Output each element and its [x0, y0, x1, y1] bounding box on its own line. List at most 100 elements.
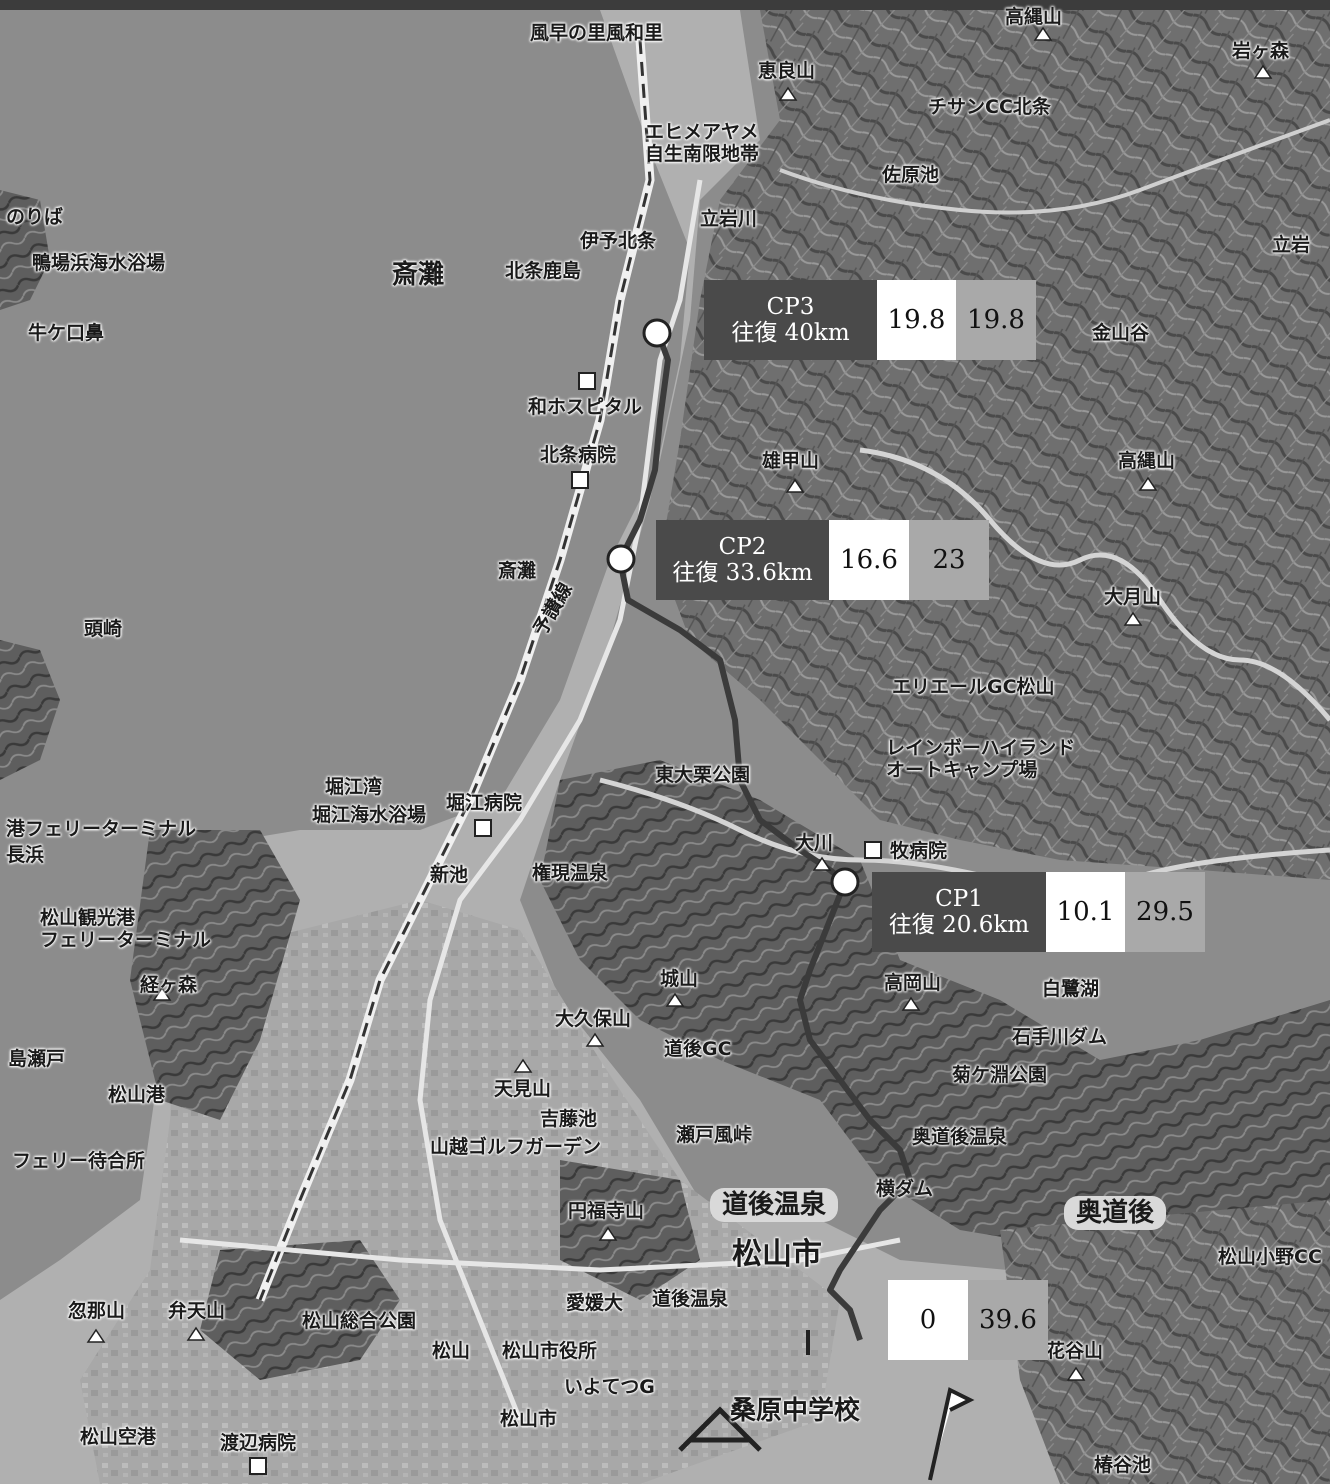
- checkpoint-distance-1: 19.8: [877, 280, 956, 360]
- label-tengumiyama: 天見山: [494, 1078, 552, 1100]
- label-hanasaki: 花谷山: [1046, 1340, 1104, 1362]
- checkpoint-name-box: CP3 往復 40km: [704, 280, 877, 360]
- road: [179, 1237, 901, 1273]
- label-otsukiyama: 大月山: [1104, 586, 1162, 608]
- peak-icon: [812, 856, 832, 871]
- road: [417, 179, 703, 1421]
- mountains-southwest: [200, 1240, 400, 1380]
- label-kanayamadani: 金山谷: [1092, 322, 1150, 344]
- label-rainbow-hl: レインボーハイランド オートキャンプ場: [886, 737, 1076, 781]
- peak-icon: [598, 1226, 618, 1241]
- mountains-southeast: [1000, 1200, 1330, 1484]
- flag-icon: [928, 1387, 975, 1481]
- mountains-central: [540, 760, 1330, 1300]
- label-shima-seto: 島瀬戸: [8, 1048, 66, 1070]
- checkpoint-name: CP3: [766, 293, 815, 320]
- label-hojo-kashima: 北条鹿島: [505, 260, 582, 282]
- mountains-west: [130, 830, 300, 1120]
- label-sakaike: 佐原池: [882, 164, 940, 186]
- label-hojo-hospital: 北条病院: [540, 444, 617, 466]
- label-hojo-waki: 風早の里風和里: [530, 22, 664, 44]
- label-ferry-terminal: 港フェリーターミナル: [6, 818, 197, 840]
- label-sakaokayama: 高岡山: [884, 972, 942, 994]
- label-saitan: 斎灘: [392, 260, 445, 290]
- river: [599, 777, 1330, 893]
- checkpoint-distance-1: 0: [888, 1280, 968, 1360]
- label-ehime-univ: 愛媛大: [566, 1292, 624, 1314]
- label-dogo-onsen-station: 道後温泉: [652, 1288, 729, 1310]
- label-takanawa2: 高縄山: [1118, 450, 1176, 472]
- label-matsuyama-city: 松山市: [732, 1237, 822, 1272]
- hospital-icon: [864, 841, 882, 859]
- checkpoint-marker-cp2: [606, 544, 636, 574]
- label-jouyama: 城山: [660, 968, 699, 990]
- label-horie-hospital: 堀江病院: [446, 792, 523, 814]
- peak-icon: [186, 1326, 206, 1341]
- label-yoshifuji: 吉藤池: [540, 1108, 598, 1130]
- checkpoint-panel-cp1: CP1 往復 20.6km 10.1 29.5: [872, 872, 1205, 952]
- peak-icon: [1123, 611, 1143, 626]
- river: [859, 447, 1330, 722]
- label-noriba: のりば: [6, 206, 64, 228]
- peak-icon: [513, 1058, 533, 1073]
- label-ryogahama: 鴨場浜海水浴場: [32, 252, 166, 274]
- label-dogo-onsen-area: 道後温泉: [710, 1188, 839, 1222]
- label-setokaze: 瀬戸風峠: [676, 1124, 753, 1146]
- peak-icon: [585, 1032, 605, 1047]
- hospital-icon: [474, 819, 492, 837]
- label-shirasagiko: 白鷺湖: [1042, 978, 1100, 1000]
- label-ferry-wait: フェリー待合所: [12, 1150, 146, 1172]
- label-tateiwagawa: 立岩川: [700, 208, 758, 230]
- label-wa-hospital: 和ホスピタル: [528, 396, 643, 418]
- checkpoint-marker-cp3: [642, 318, 672, 348]
- label-iyo-hojo: 伊予北条: [580, 230, 657, 252]
- label-eryozan: 恵良山: [758, 60, 816, 82]
- checkpoint-name: CP1: [935, 885, 983, 912]
- label-matsuyama-port: 松山港: [108, 1084, 166, 1106]
- label-yamakoshi-golf: 山越ゴルフガーデン: [430, 1136, 602, 1158]
- checkpoint-distance-1: 16.6: [829, 520, 909, 600]
- mountains-north: [660, 10, 1330, 880]
- peak-icon: [778, 86, 798, 101]
- checkpoint-marker-cp1: [830, 867, 860, 897]
- label-ishitegawa-dam: 石手川ダム: [1012, 1026, 1108, 1048]
- label-matsuyama-kanko: 松山観光港 フェリーターミナル: [40, 907, 212, 951]
- label-horie-bay: 堀江湾: [325, 776, 383, 798]
- checkpoint-distance-2: 39.6: [968, 1280, 1048, 1360]
- label-elleair-cc: エリエールGC松山: [892, 676, 1055, 698]
- label-kashirazaki: 頭崎: [84, 618, 123, 640]
- hospital-icon: [249, 1457, 267, 1475]
- school-landmark-icon: [678, 1406, 762, 1452]
- label-okudogo-onsen: 奥道後温泉: [912, 1126, 1008, 1148]
- label-bentenyama: 弁天山: [168, 1300, 226, 1322]
- peak-icon: [86, 1328, 106, 1343]
- checkpoint-name-box: CP1 往復 20.6km: [872, 872, 1046, 952]
- label-tsubaki: 椿谷池: [1094, 1454, 1152, 1476]
- peak-icon: [1253, 64, 1273, 79]
- checkpoint-round-trip: 往復 40km: [731, 320, 850, 346]
- checkpoint-distance-2: 29.5: [1125, 872, 1205, 952]
- label-shinike: 新池: [430, 864, 469, 886]
- label-tatsumiyama: 雄甲山: [762, 450, 820, 472]
- checkpoint-panel-cp3: CP3 往復 40km 19.8 19.8: [704, 280, 1036, 360]
- label-kuwabara-school: 桑原中学校: [730, 1396, 861, 1426]
- label-chisan-cc: チサンCC北条: [928, 96, 1051, 118]
- label-ehime-meadow: エヒメアヤメ 自生南限地帯: [645, 121, 760, 165]
- label-matsuyama-ono: 松山小野CC: [1218, 1246, 1322, 1268]
- label-okawa: 大川: [795, 832, 834, 854]
- hospital-icon: [571, 471, 589, 489]
- label-iyotetsu-g: いよてつG: [564, 1376, 655, 1398]
- label-naganohama: 長浜: [6, 844, 45, 866]
- peak-icon: [152, 986, 172, 1001]
- label-koshiyama: 忽那山: [68, 1300, 126, 1322]
- label-matsuyama-city-station: 松山市: [500, 1408, 558, 1430]
- label-matsuyama-park: 松山総合公園: [302, 1310, 417, 1332]
- label-ushigakubana: 牛ケ口鼻: [28, 322, 105, 344]
- checkpoint-distance-2: 19.8: [956, 280, 1036, 360]
- top-border: [0, 0, 1330, 10]
- river: [779, 118, 1330, 215]
- label-matsuyama-airport: 松山空港: [80, 1426, 157, 1448]
- label-kikuhashi: 菊ケ淵公園: [952, 1064, 1048, 1086]
- label-higashi-park: 東大栗公園: [655, 764, 751, 786]
